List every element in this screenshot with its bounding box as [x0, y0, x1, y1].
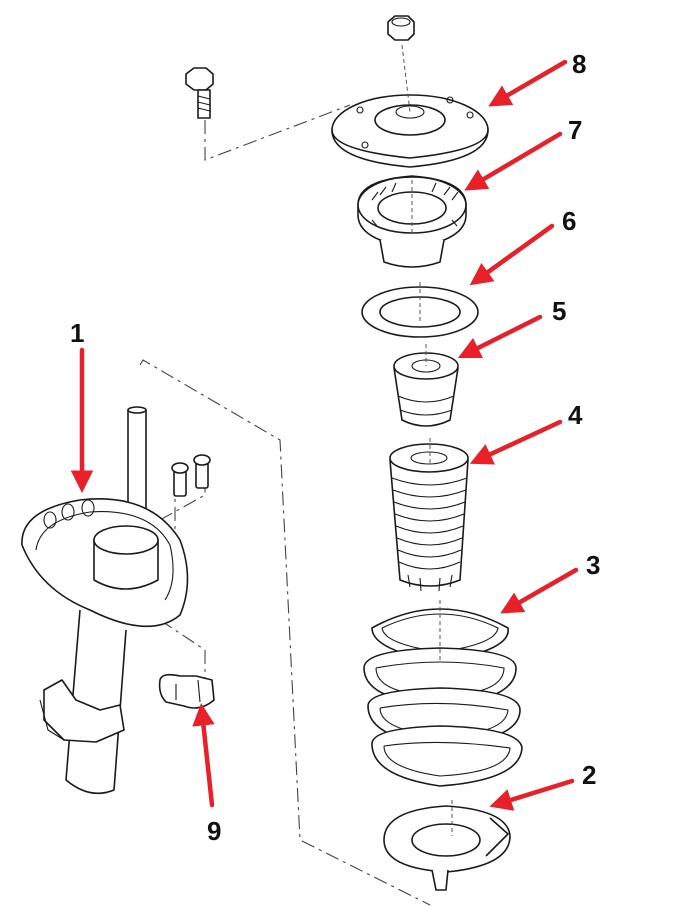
callout-8: 8	[572, 49, 586, 79]
bump-stop	[393, 344, 459, 427]
lower-spring-seat	[383, 800, 511, 891]
coil-spring	[363, 600, 523, 787]
strut-bearing	[357, 175, 467, 268]
sensor-clip	[158, 673, 215, 709]
arrow-4	[469, 419, 563, 465]
arrow-3	[500, 567, 579, 614]
arrow-2	[489, 778, 575, 811]
callout-1: 1	[70, 318, 84, 348]
callout-3: 3	[586, 550, 600, 580]
arrow-7	[464, 131, 563, 191]
dust-boot	[389, 438, 469, 592]
arrow-5	[457, 314, 543, 359]
spring-seat-ring	[361, 282, 479, 338]
callout-9: 9	[207, 816, 221, 846]
callout-4: 4	[568, 400, 583, 430]
arrow-9	[192, 703, 215, 808]
callout-2: 2	[582, 760, 596, 790]
callout-arrows	[70, 59, 579, 811]
callout-7: 7	[568, 115, 582, 145]
strut-damper	[21, 406, 211, 795]
callout-labels: 1 2 3 4 5 6 7 8 9	[70, 49, 600, 846]
arrow-8	[488, 59, 568, 107]
mount-bolt	[185, 67, 214, 119]
callout-5: 5	[552, 296, 566, 326]
arrow-6	[469, 223, 555, 286]
top-mount-plate	[331, 15, 489, 168]
callout-6: 6	[562, 206, 576, 236]
